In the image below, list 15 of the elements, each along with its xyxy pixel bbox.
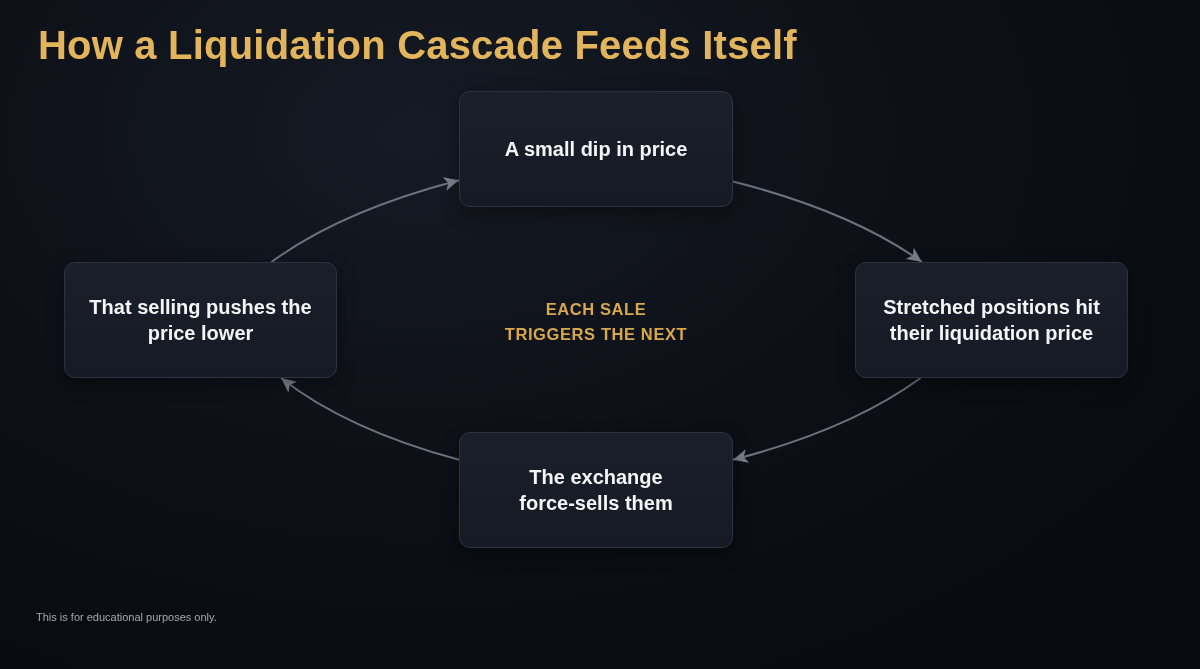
curved-arrow	[280, 377, 460, 461]
curved-arrow	[732, 377, 922, 463]
step-text: That selling pushes the price lower	[88, 295, 313, 346]
step-box	[855, 262, 1128, 378]
step-text: The exchange force-sells them	[518, 465, 674, 516]
cycle-label: EACH SALE TRIGGERS THE NEXT	[503, 299, 689, 345]
step-text: A small dip in price	[504, 137, 688, 162]
disclaimer-note: This is for educational purposes only.	[36, 611, 217, 623]
title: How a Liquidation Cascade Feeds Itself	[38, 23, 797, 68]
step-box	[459, 91, 733, 207]
curved-arrow	[732, 180, 923, 263]
step-box	[64, 262, 337, 378]
step-text: Stretched positions hit their liquidation price	[882, 295, 1101, 346]
step-box	[459, 432, 733, 548]
curved-arrow	[270, 177, 460, 263]
